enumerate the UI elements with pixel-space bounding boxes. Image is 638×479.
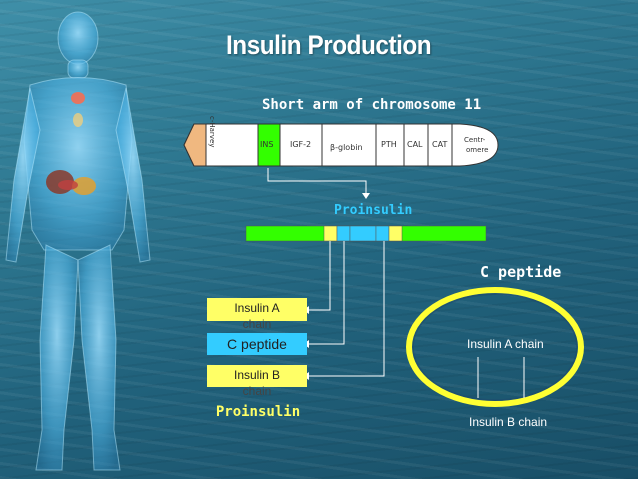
connector-c-peptide	[309, 241, 345, 345]
proinsulin-strip-yellow-b	[388, 225, 403, 242]
proinsulin-strip-cyan-2	[349, 225, 377, 242]
proinsulin-strip-cyan-3	[375, 225, 390, 242]
b-chain-label: Insulin B chain	[469, 415, 548, 429]
connector-insulin-a	[309, 241, 331, 311]
gene-ins: INS	[260, 140, 274, 149]
gene-to-protein-arrow	[267, 168, 367, 195]
chromosome-heading: Short arm of chromosome 11	[262, 97, 482, 113]
legend-insulin-a-line1: Insulin A	[234, 301, 280, 315]
chromosome-arm	[183, 123, 499, 167]
gene-beta-globin: β-globin	[330, 143, 363, 152]
legend-insulin-b-line1: Insulin B	[233, 368, 281, 382]
connector-insulin-b	[309, 241, 385, 377]
ins-gene-band	[257, 123, 281, 167]
c-peptide-loop-inner	[412, 293, 578, 401]
gene-cat: CAT	[432, 140, 448, 149]
centromere-label-2: omere	[466, 146, 489, 154]
proinsulin-strip-cyan-1	[336, 225, 351, 242]
centromere-label-1: Centr-	[464, 136, 486, 144]
proinsulin-heading: Proinsulin	[334, 203, 413, 218]
legend-insulin-a-line2: chain	[242, 317, 272, 331]
gene-igf2: IGF-2	[290, 140, 312, 149]
page-title: Insulin Production	[226, 30, 432, 60]
human-body-illustration	[5, 11, 151, 471]
legend-c-peptide: C peptide	[207, 333, 307, 355]
c-peptide-loop-outer	[406, 287, 584, 407]
legend-insulin-b-line2: chain	[242, 384, 272, 398]
gene-cal: CAL	[407, 140, 423, 149]
legend-insulin-b: Insulin B chain	[207, 365, 307, 397]
a-chain-label: Insulin A chain	[467, 337, 544, 351]
legend-proinsulin: Proinsulin	[215, 404, 301, 420]
legend-insulin-a: Insulin A chain	[207, 298, 307, 330]
c-peptide-title: C peptide	[480, 263, 562, 281]
proinsulin-strip-yellow-a	[323, 225, 338, 242]
gene-pth: PTH	[381, 140, 397, 149]
